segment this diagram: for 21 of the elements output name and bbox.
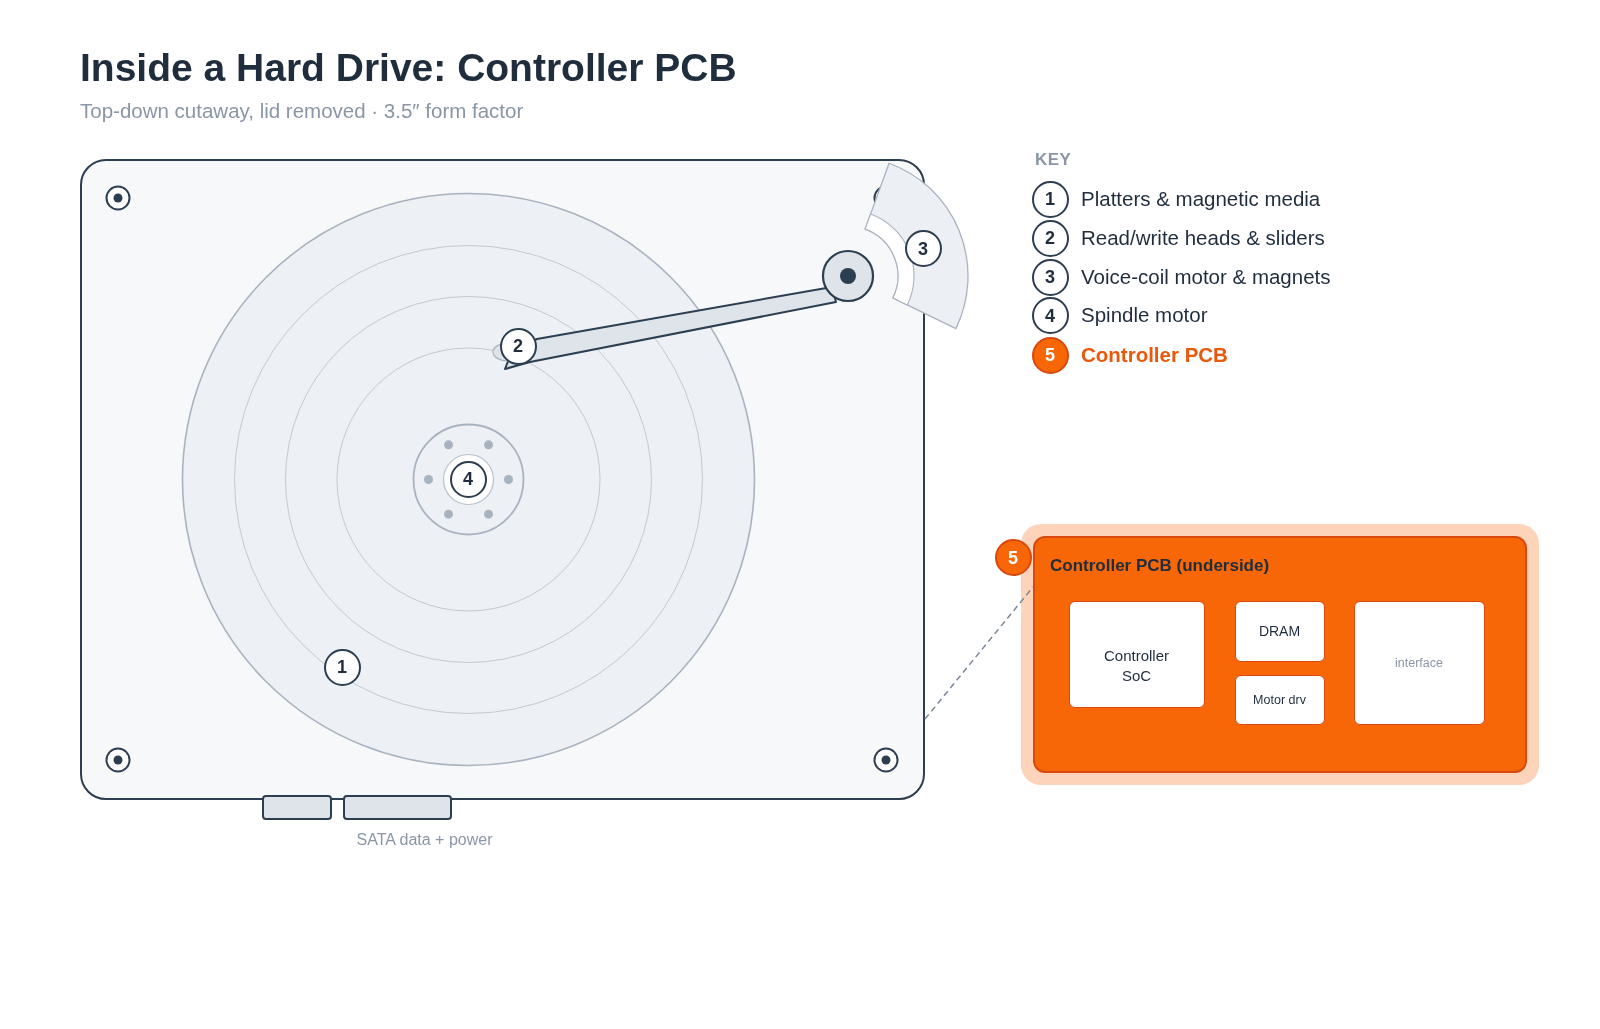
legend-heading: KEY (1035, 151, 1072, 168)
callout-number: 5 (994, 539, 1032, 576)
legend-text: Controller PCB (1081, 344, 1228, 366)
circuit-board (1033, 536, 1527, 773)
title: Inside a Hard Drive: Controller PCB (80, 48, 737, 87)
legend-number: 3 (1031, 258, 1069, 296)
legend-number: 1 (1031, 180, 1069, 218)
legend-number: 5 (1031, 336, 1069, 374)
legend-number: 2 (1031, 219, 1069, 257)
chip: interface (1353, 600, 1485, 725)
legend-text: Voice-coil motor & magnets (1081, 266, 1331, 288)
legend-text: Read/write heads & sliders (1081, 227, 1325, 249)
board-title: Controller PCB (underside) (1050, 556, 1270, 574)
subtitle: Top-down cutaway, lid removed · 3.5″ form factor (80, 101, 524, 122)
connector-label: SATA data + power (356, 831, 493, 848)
chip: Motor drv (1234, 674, 1325, 725)
chip: Controller SoC (1068, 600, 1205, 708)
legend-number: 4 (1031, 297, 1069, 334)
legend-text: Spindle motor (1081, 305, 1208, 326)
legend-text: Platters & magnetic media (1081, 188, 1321, 210)
chip: DRAM (1234, 600, 1325, 662)
